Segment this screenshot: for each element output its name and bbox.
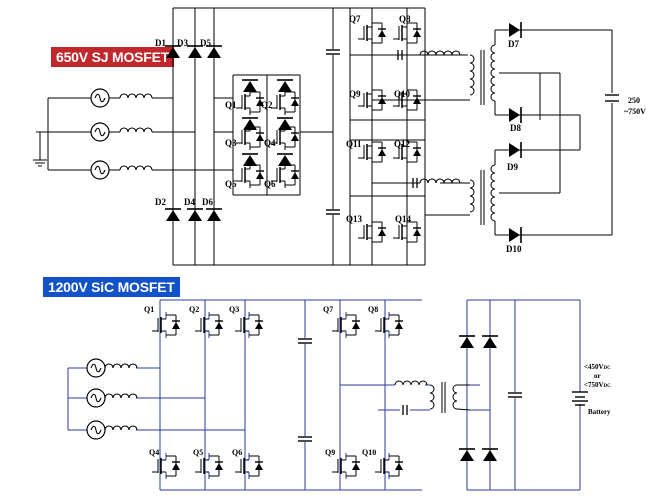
top-series-caps — [397, 50, 461, 188]
label-bot-q6: Q6 — [232, 448, 242, 457]
label-bot-q10: Q10 — [362, 448, 376, 457]
top-circuit-badge: 650V SJ MOSFET — [51, 47, 175, 67]
battery-label: Battery — [588, 408, 611, 416]
label-top-vout-2: ~750V — [624, 107, 646, 116]
label-top-d5: D5 — [200, 38, 211, 48]
label-top-d9: D9 — [507, 162, 518, 172]
bottom-transformer — [394, 380, 471, 413]
bottom-capacitors — [297, 338, 523, 442]
label-bot-q4: Q4 — [149, 448, 159, 457]
label-top-d8: D8 — [510, 123, 521, 133]
label-top-d1: D1 — [155, 38, 166, 48]
battery-voltage-1: <450VDC — [584, 363, 611, 371]
label-top-q7: Q7 — [349, 14, 361, 24]
label-top-q6: Q6 — [264, 179, 276, 189]
battery-symbol — [572, 391, 588, 406]
label-top-q11: Q11 — [346, 139, 362, 149]
label-top-q4: Q4 — [264, 138, 276, 148]
label-top-q12: Q12 — [394, 139, 411, 149]
top-circuit — [33, 7, 613, 266]
top-output-capacitor — [605, 93, 619, 103]
label-top-d2: D2 — [155, 197, 166, 207]
top-labels: D1 D3 D5 D2 D4 D6 Q1 Q2 Q3 Q4 Q5 Q6 Q7 Q… — [155, 14, 646, 254]
label-top-q1: Q1 — [225, 100, 237, 110]
label-top-q5: Q5 — [225, 179, 237, 189]
bottom-rectifier-diodes — [458, 335, 499, 462]
label-top-d4: D4 — [184, 197, 195, 207]
label-bot-q5: Q5 — [193, 448, 203, 457]
label-bot-q7: Q7 — [323, 305, 333, 314]
bottom-ac-sources — [86, 358, 138, 440]
top-dc-capacitors — [325, 49, 341, 215]
label-top-q10: Q10 — [394, 89, 411, 99]
bottom-labels: Q1 Q2 Q3 Q4 Q5 Q6 Q7 Q8 Q9 Q10 <450VDC o… — [144, 305, 611, 457]
top-input-diodes — [164, 45, 223, 222]
top-h-bridge — [357, 19, 422, 246]
bottom-circuit — [67, 299, 581, 491]
label-bot-q3: Q3 — [229, 305, 239, 314]
label-top-d3: D3 — [177, 38, 188, 48]
label-top-q13: Q13 — [346, 214, 363, 224]
label-bot-q8: Q8 — [368, 305, 378, 314]
label-top-vout-1: 250 — [628, 96, 640, 105]
battery-voltage-2: <750VDC — [584, 381, 611, 389]
label-bot-q9: Q9 — [325, 448, 335, 457]
label-bot-q2: Q2 — [189, 305, 199, 314]
label-top-q8: Q8 — [399, 14, 411, 24]
label-top-q2: Q2 — [261, 100, 273, 110]
label-bot-q1: Q1 — [144, 305, 154, 314]
label-top-d10: D10 — [506, 244, 522, 254]
battery-voltage-or: or — [594, 372, 601, 380]
label-top-d7: D7 — [508, 39, 519, 49]
label-top-q14: Q14 — [395, 214, 412, 224]
label-top-q3: Q3 — [225, 138, 237, 148]
top-ac-sources — [90, 88, 153, 180]
bottom-circuit-badge: 1200V SiC MOSFET — [43, 277, 180, 297]
label-top-q9: Q9 — [349, 89, 361, 99]
label-top-d6: D6 — [202, 197, 213, 207]
